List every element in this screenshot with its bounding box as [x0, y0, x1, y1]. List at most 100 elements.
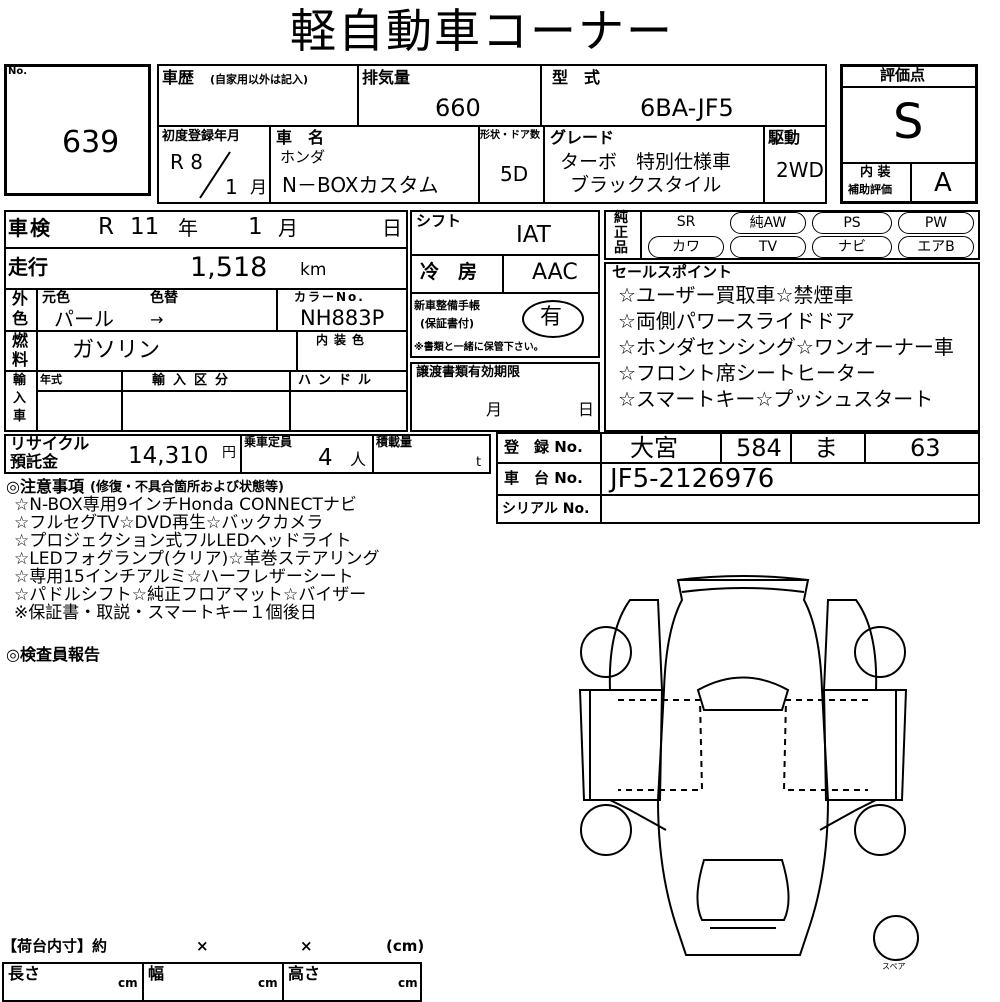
- capacity-unit: 人: [350, 450, 367, 469]
- color-change-label: 色替: [150, 290, 178, 306]
- cargo-height-unit: cm: [398, 976, 418, 990]
- transfer-month-unit: 月: [486, 400, 503, 419]
- import-label-3: 車: [13, 409, 27, 424]
- left-mid-grid: [4, 210, 408, 432]
- transfer-day-unit: 日: [578, 400, 595, 419]
- recycle-unit: 円: [222, 445, 236, 461]
- registration-kana: ま: [814, 434, 838, 462]
- color-code-value: NH883P: [300, 306, 385, 330]
- mileage-label: 走行: [8, 255, 48, 279]
- first-reg-era: R 8: [170, 150, 203, 174]
- color-label-2: 色: [12, 309, 29, 328]
- grade-label: グレード: [550, 128, 615, 147]
- genuine-item-tv: TV: [730, 236, 806, 258]
- color-orig-label: 元色: [42, 290, 70, 306]
- genuine-item-sr: SR: [676, 214, 696, 230]
- vehicle-info-grid: [157, 64, 827, 204]
- genuine-item-ps: PS: [812, 212, 892, 234]
- genuine-label-2: 正: [614, 225, 628, 241]
- import-type-label: 輸入区分: [152, 373, 237, 388]
- notes-line-3: ☆プロジェクション式フルLEDヘッドライト: [14, 531, 352, 551]
- cargo-length-unit: cm: [118, 976, 138, 990]
- recycle-label-1: リサイクル: [10, 434, 90, 453]
- history-note: (自家用以外は記入): [210, 73, 309, 86]
- inspection-day-unit: 日: [382, 216, 402, 240]
- genuine-label-1: 純: [614, 210, 628, 226]
- notes-line-2: ☆フルセグTV☆DVD再生☆バックカメラ: [14, 513, 324, 533]
- import-label-2: 入: [13, 391, 27, 406]
- import-label-1: 輸: [13, 373, 27, 388]
- cargo-grid: [2, 962, 422, 1002]
- capacity-value: 4: [318, 445, 333, 471]
- sales-point-3: ☆ホンダセンシング☆ワンオーナー車: [618, 335, 954, 359]
- inspection-label: 車検: [8, 216, 52, 240]
- interior-rating-value: A: [934, 168, 952, 198]
- sales-point-4: ☆フロント席シートヒーター: [618, 361, 876, 385]
- inspection-era: R: [98, 214, 114, 240]
- model-label: 型 式: [552, 68, 601, 87]
- recycle-value: 14,310: [128, 443, 209, 469]
- cargo-height-label: 高さ: [288, 964, 321, 983]
- sales-points-box: [604, 262, 980, 432]
- cargo-width-label: 幅: [148, 964, 165, 983]
- genuine-item-navi: ナビ: [812, 236, 892, 258]
- lot-number: 639: [62, 125, 120, 160]
- cargo-label: 【荷台内寸】約: [2, 937, 108, 955]
- warranty-oval: [522, 300, 584, 338]
- mileage-unit: km: [300, 260, 327, 280]
- history-label: 車歴: [162, 68, 195, 87]
- spare-label: スペア: [882, 962, 906, 971]
- registration-number: 63: [910, 434, 941, 462]
- body-doors-value: 5D: [500, 162, 529, 186]
- chassis-value: JF5-2126976: [610, 464, 775, 494]
- load-unit: t: [476, 455, 482, 470]
- genuine-item-leather: カワ: [648, 236, 724, 258]
- car-name-label: 車 名: [276, 128, 325, 147]
- transfer-box: [410, 362, 600, 432]
- shift-box: [410, 210, 600, 358]
- notes-heading: ◎注意事項: [6, 477, 84, 496]
- rating-value: S: [893, 94, 924, 150]
- car-name-value: N－BOXカスタム: [282, 173, 439, 197]
- interior-label-2: 補助評価: [848, 183, 892, 196]
- warranty-value: 有: [540, 305, 563, 330]
- shift-label: シフト: [416, 212, 462, 230]
- displacement-label: 排気量: [362, 68, 411, 87]
- warranty-note: ※書類と一緒に保管下さい。: [414, 342, 544, 353]
- load-label: 積載量: [376, 435, 413, 449]
- recycle-label-2: 預託金: [10, 452, 59, 471]
- grade-line2: ブラックスタイル: [570, 174, 722, 196]
- rating-label: 評価点: [880, 66, 926, 84]
- fuel-label-2: 料: [12, 350, 29, 369]
- first-reg-month: 1: [225, 175, 238, 199]
- color-label-1: 外: [12, 289, 29, 308]
- interior-color-label: 内装色: [316, 333, 371, 347]
- interior-label-1: 内 装: [860, 165, 891, 180]
- car-maker: ホンダ: [280, 148, 326, 166]
- cargo-x2: ×: [300, 937, 313, 955]
- fuel-value: ガソリン: [72, 338, 161, 363]
- registration-grid: [496, 432, 980, 524]
- color-value: パール: [54, 307, 114, 331]
- inspection-year-unit: 年: [178, 216, 198, 240]
- sales-points-label: セールスポイント: [612, 263, 733, 281]
- mileage-value: 1,518: [190, 252, 268, 283]
- ac-value: AAC: [532, 260, 578, 285]
- transfer-label: 譲渡書類有効期限: [416, 365, 521, 380]
- cargo-unit: (cm): [386, 937, 425, 955]
- notes-line-4: ☆LEDフォグランプ(クリア)☆革巻ステアリング: [14, 549, 380, 569]
- drive-label: 駆動: [768, 128, 801, 147]
- lot-box: [4, 64, 151, 196]
- registration-label: 登 録 No.: [504, 438, 583, 456]
- inspector-heading: ◎検査員報告: [6, 645, 100, 664]
- genuine-label-3: 品: [614, 240, 628, 256]
- first-reg-slash: [199, 151, 231, 199]
- cargo-width-unit: cm: [258, 976, 278, 990]
- drive-value: 2WD: [776, 158, 824, 182]
- car-damage-diagram: [578, 575, 919, 961]
- import-year-label: 年式: [40, 373, 62, 386]
- notes-line-7: ※保証書・取説・スマートキー１個後日: [14, 603, 317, 623]
- model-value: 6BA-JF5: [640, 94, 734, 122]
- warranty-label-1: 新車整備手帳: [414, 299, 480, 312]
- genuine-item-pw: PW: [898, 212, 974, 234]
